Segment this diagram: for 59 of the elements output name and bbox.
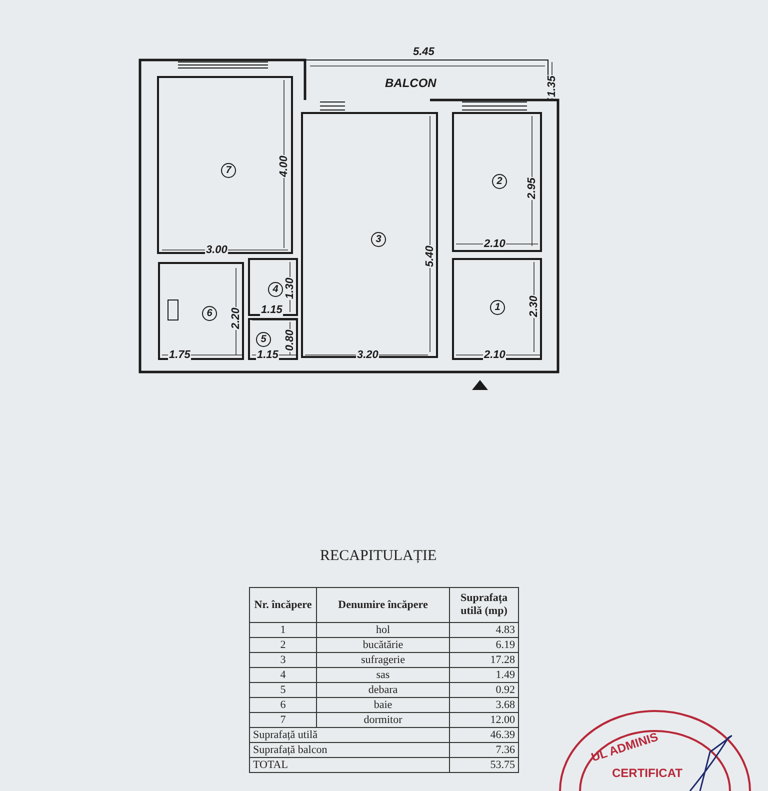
- table-cell: 6.19: [450, 638, 518, 652]
- table-cell: 4: [250, 668, 316, 682]
- table-cell: 46.39: [450, 728, 518, 742]
- dimension-text: 4.00: [278, 154, 290, 178]
- room-number: 6: [202, 306, 217, 321]
- dimension-text: 1.15: [260, 304, 284, 316]
- table-cell: TOTAL: [250, 758, 450, 772]
- room-outline: [157, 76, 293, 254]
- room-outline: [452, 112, 542, 252]
- table-cell: Suprafață utilă: [250, 728, 450, 742]
- table-cell: 3.68: [450, 698, 518, 712]
- table-cell: 1.49: [450, 668, 518, 682]
- dimension-text: 2.20: [230, 306, 242, 330]
- table-cell: sas: [316, 668, 450, 682]
- room-name: BALCON: [385, 76, 436, 90]
- room-outline: [301, 112, 438, 358]
- dimension-text: 5.40: [424, 244, 436, 268]
- table-cell: 7: [250, 712, 316, 728]
- table-cell: 0.92: [450, 682, 518, 698]
- table-cell: sufragerie: [316, 652, 450, 668]
- table-cell: dormitor: [316, 712, 450, 728]
- dimension-text: 1.75: [168, 349, 192, 361]
- room-number: 1: [490, 300, 505, 315]
- table-cell: bucătărie: [316, 638, 450, 652]
- room-number: 2: [492, 174, 507, 189]
- dimension-text: 1.35: [546, 74, 558, 98]
- room-number: 7: [221, 163, 236, 178]
- room-number: 3: [371, 232, 386, 247]
- room-number: 5: [256, 332, 271, 347]
- table-cell: debara: [316, 682, 450, 698]
- table-cell: 53.75: [450, 758, 518, 772]
- dimension-text: 0.80: [284, 328, 296, 352]
- dimension-text: 2.30: [528, 294, 540, 318]
- header-cell: Denumire încăpere: [316, 588, 450, 622]
- table-cell: Suprafață balcon: [250, 742, 450, 758]
- dimension-text: 5.45: [412, 46, 436, 58]
- stamp-text: CERTIFICAT: [612, 766, 682, 780]
- table-cell: 1: [250, 622, 316, 638]
- table-cell: 2: [250, 638, 316, 652]
- table-cell: 3: [250, 652, 316, 668]
- room-number: 4: [268, 282, 283, 297]
- table-cell: 4.83: [450, 622, 518, 638]
- dimension-text: 1.15: [256, 349, 280, 361]
- table-cell: 17.28: [450, 652, 518, 668]
- table-cell: baie: [316, 698, 450, 712]
- dimension-text: 3.00: [205, 244, 228, 256]
- table-cell: 7.36: [450, 742, 518, 758]
- dimension-text: 2.95: [526, 176, 538, 200]
- table-cell: 12.00: [450, 712, 518, 728]
- table-title: RECAPITULAȚIE: [320, 548, 437, 565]
- header-cell: Suprafața utilă (mp): [450, 588, 518, 622]
- table-cell: 6: [250, 698, 316, 712]
- dimension-text: 1.30: [284, 276, 296, 300]
- table-cell: 5: [250, 682, 316, 698]
- dimension-text: 2.10: [483, 238, 506, 250]
- table-cell: hol: [316, 622, 450, 638]
- dimension-text: 3.20: [356, 349, 380, 361]
- header-cell: Nr. încăpere: [250, 588, 316, 622]
- dimension-text: 2.10: [483, 349, 506, 361]
